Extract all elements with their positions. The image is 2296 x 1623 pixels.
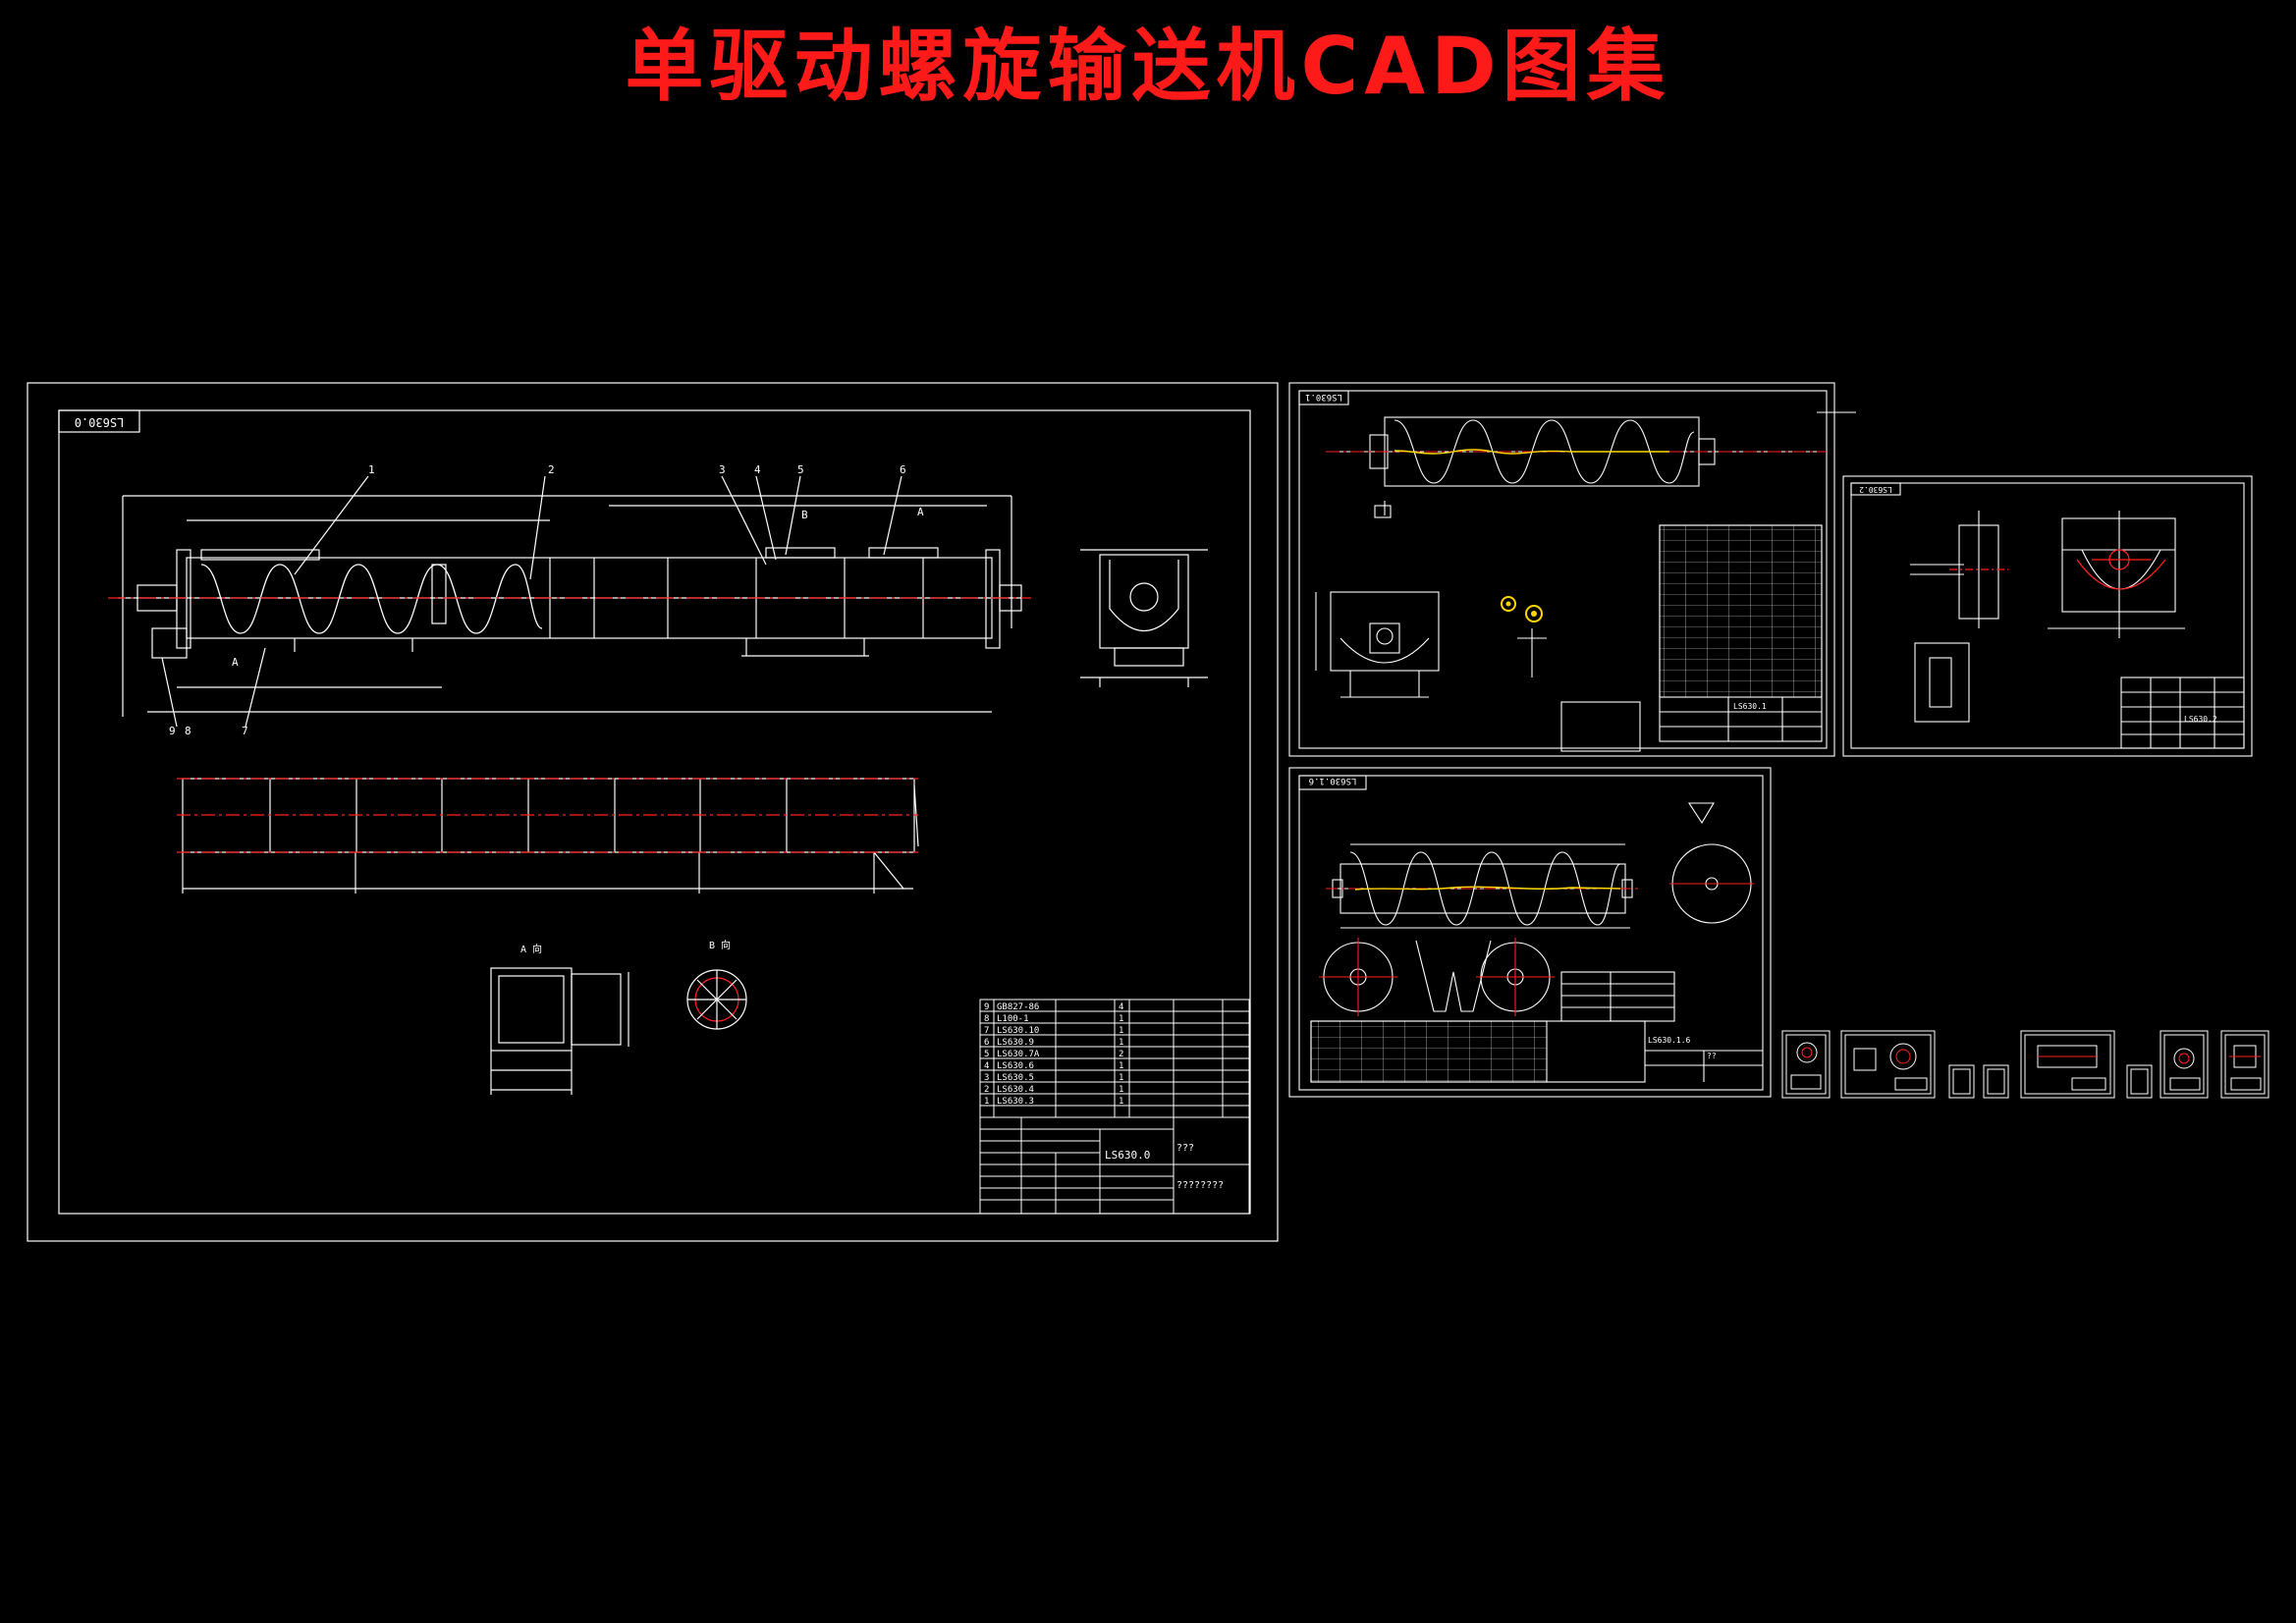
- bom-code: L100-1: [997, 1014, 1029, 1024]
- bom-qty: 1: [1119, 1038, 1123, 1048]
- bom-no: 3: [984, 1073, 989, 1083]
- bom-code: LS630.10: [997, 1026, 1039, 1036]
- balloon-5: 5: [797, 463, 804, 476]
- bom-no: 1: [984, 1097, 989, 1107]
- main-bom-table[interactable]: [979, 999, 1250, 1118]
- balloon-6: 6: [900, 463, 906, 476]
- thumbnail-sheet-2[interactable]: [1840, 1030, 1936, 1099]
- bom-code: LS630.4: [997, 1085, 1034, 1095]
- thumbnail-red-marks: [1801, 1047, 2261, 1064]
- thumbnail-sheet-8[interactable]: [2220, 1030, 2269, 1099]
- thumbnail-sheet-4[interactable]: [1983, 1064, 2009, 1099]
- bom-no: 8: [984, 1014, 989, 1024]
- main-sheet-tag-box: [58, 409, 140, 433]
- thumbnail-sheet-1[interactable]: [1781, 1030, 1831, 1099]
- sheet2-tag: LS630.1: [1305, 392, 1342, 402]
- bom-code: LS630.6: [997, 1061, 1034, 1071]
- sheet2-highlight-parts: [1501, 596, 1543, 622]
- sheet3-tag: LS630.2: [1859, 485, 1892, 494]
- sheet4-unknown: ??: [1707, 1052, 1717, 1060]
- main-title-block[interactable]: [979, 1116, 1250, 1215]
- balloon-8: 8: [185, 725, 191, 737]
- sheet2-shaft-highlight: [1394, 449, 1669, 455]
- view-a-label: A 向: [520, 943, 542, 955]
- thumbnail-sheet-5[interactable]: [2020, 1030, 2115, 1099]
- bom-no: 2: [984, 1085, 989, 1095]
- section-a-marker: A: [232, 656, 239, 669]
- bom-code: LS630.7A: [997, 1050, 1040, 1059]
- sheet3-hanger-bearing[interactable]: [1842, 475, 2253, 757]
- sheet4-drawing-number: LS630.1.6: [1648, 1036, 1691, 1045]
- main-title-unknown-a: ???: [1176, 1143, 1194, 1154]
- bom-qty: 1: [1119, 1073, 1123, 1083]
- bom-code: LS630.5: [997, 1073, 1034, 1083]
- thumbnail-sheet-3[interactable]: [1948, 1064, 1975, 1099]
- bom-qty: 1: [1119, 1026, 1123, 1036]
- view-b-label: B 向: [709, 939, 731, 951]
- main-sheet-tag: LS630.0: [75, 415, 125, 429]
- bom-code: LS630.3: [997, 1097, 1034, 1107]
- main-drawing-number: LS630.0: [1105, 1149, 1150, 1162]
- main-bom-text: 9 GB827-86 4 8 L100-1 1 7 LS630.10 1 6 L…: [984, 1002, 1123, 1107]
- balloon-7: 7: [242, 725, 248, 737]
- section-a-marker-2: A: [917, 506, 924, 518]
- thumbnail-sheet-7[interactable]: [2159, 1030, 2209, 1099]
- bom-qty: 1: [1119, 1085, 1123, 1095]
- sheet2-screw-assembly[interactable]: [1288, 382, 1856, 757]
- bom-qty: 1: [1119, 1014, 1123, 1024]
- conveyor-end-view[interactable]: [1080, 549, 1208, 687]
- main-drawing-sheet[interactable]: [27, 382, 1279, 1242]
- sheet3-red-section: [1949, 549, 2166, 590]
- section-b-marker: B: [801, 509, 808, 521]
- bom-qty: 2: [1119, 1050, 1123, 1059]
- main-balloons: 1 2 3 4 5 6 7 8 9 A A B: [169, 463, 924, 737]
- balloon-3: 3: [719, 463, 726, 476]
- bom-qty: 4: [1119, 1002, 1123, 1012]
- balloon-9: 9: [169, 725, 176, 737]
- thumbnail-sheets[interactable]: [1781, 1030, 2269, 1099]
- bom-code: LS630.9: [997, 1038, 1034, 1048]
- bom-qty: 1: [1119, 1061, 1123, 1071]
- screw-flights: [200, 564, 543, 634]
- page-title: 单驱动螺旋输送机CAD图集: [625, 21, 1671, 112]
- thumbnail-sheet-6[interactable]: [2126, 1064, 2153, 1099]
- bom-no: 6: [984, 1038, 989, 1048]
- trough-plan-view[interactable]: [182, 778, 919, 893]
- bom-no: 9: [984, 1002, 989, 1012]
- sheet3-drawing-number: LS630.2: [2184, 715, 2217, 724]
- sheet2-drawing-number: LS630.1: [1733, 702, 1767, 711]
- main-title-unknown-b: ????????: [1176, 1180, 1224, 1191]
- balloon-4: 4: [754, 463, 761, 476]
- trough-plan-centerlines: [177, 778, 918, 853]
- sheet4-shaft-highlight: [1354, 886, 1621, 891]
- view-a-section[interactable]: [490, 967, 629, 1095]
- bom-no: 5: [984, 1050, 989, 1059]
- bom-code: GB827-86: [997, 1002, 1039, 1012]
- sheet4-tag: LS630.1.6: [1309, 776, 1357, 785]
- bom-no: 4: [984, 1061, 989, 1071]
- balloon-1: 1: [368, 463, 375, 476]
- sheet4-screw-shaft[interactable]: [1288, 767, 1772, 1098]
- bom-no: 7: [984, 1026, 989, 1036]
- view-b-flange[interactable]: [686, 969, 747, 1030]
- conveyor-elevation-view[interactable]: [118, 475, 1022, 728]
- main-title-text: LS630.0 ??? ????????: [1105, 1143, 1224, 1191]
- bom-qty: 1: [1119, 1097, 1123, 1107]
- balloon-2: 2: [548, 463, 555, 476]
